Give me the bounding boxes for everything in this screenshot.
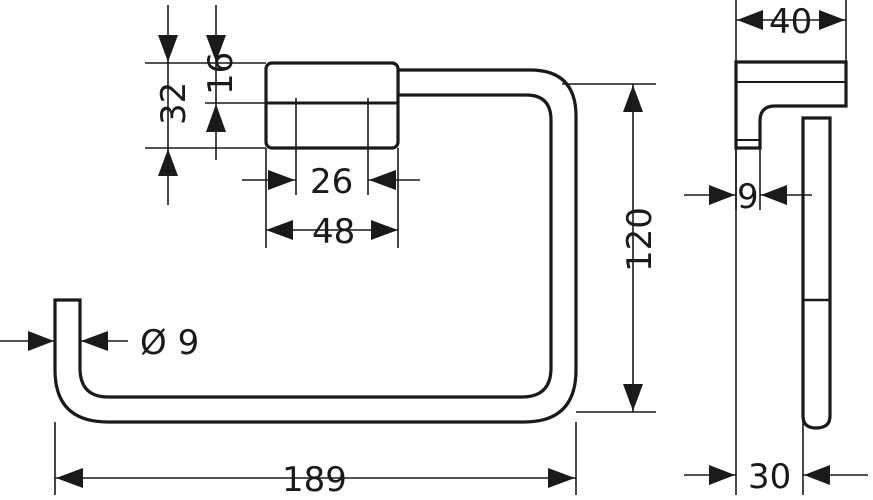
front-view <box>53 61 578 424</box>
arrow-120-top <box>623 85 643 112</box>
arrow-9-left <box>709 185 735 205</box>
dim-26-lines <box>242 150 420 195</box>
dim-30-label: 30 <box>748 457 791 497</box>
arrow-16-bottom <box>206 104 226 132</box>
arrow-16-top <box>206 35 226 62</box>
dim-26-label: 26 <box>310 162 353 202</box>
arrow-diameter-right <box>81 331 108 351</box>
dim-120-lines <box>562 83 656 413</box>
dim-9-side-lines <box>684 148 812 210</box>
arrow-9-right <box>761 185 787 205</box>
arrow-40-right <box>819 10 845 30</box>
dim-189-lines <box>54 422 577 495</box>
side-view <box>734 60 848 430</box>
arrow-32-top <box>158 35 178 62</box>
arrow-120-bottom <box>623 384 643 411</box>
arrow-48-left <box>266 220 293 240</box>
dim-9-side-label: 9 <box>737 177 759 217</box>
arrow-26-right <box>369 170 396 190</box>
dim-16-32-lines <box>145 5 266 205</box>
side-bar-profile <box>801 116 832 430</box>
arrow-30-left <box>709 465 735 485</box>
arrow-32-bottom <box>158 149 178 176</box>
dim-48-lines <box>265 148 399 248</box>
dim-40-lines <box>735 0 847 62</box>
dim-diameter-label: Ø 9 <box>140 323 199 363</box>
arrow-189-right <box>548 468 575 488</box>
side-mount-profile <box>734 60 848 150</box>
dim-120-label: 120 <box>620 207 660 272</box>
arrow-26-left <box>268 170 295 190</box>
dim-16-label: 16 <box>201 52 241 95</box>
wall-mount-block <box>264 61 400 150</box>
arrow-30-right <box>804 465 830 485</box>
dim-30-lines <box>684 148 868 495</box>
arrow-48-right <box>371 220 398 240</box>
dim-189-label: 189 <box>282 460 347 500</box>
dim-diameter-lines <box>0 331 128 351</box>
arrow-189-left <box>56 468 83 488</box>
dim-48-label: 48 <box>312 212 355 252</box>
arrow-40-left <box>737 10 763 30</box>
dim-32-label: 32 <box>154 82 194 125</box>
ring-outline <box>53 68 578 424</box>
dim-40-label: 40 <box>769 2 812 42</box>
arrow-diameter-left <box>28 331 54 351</box>
